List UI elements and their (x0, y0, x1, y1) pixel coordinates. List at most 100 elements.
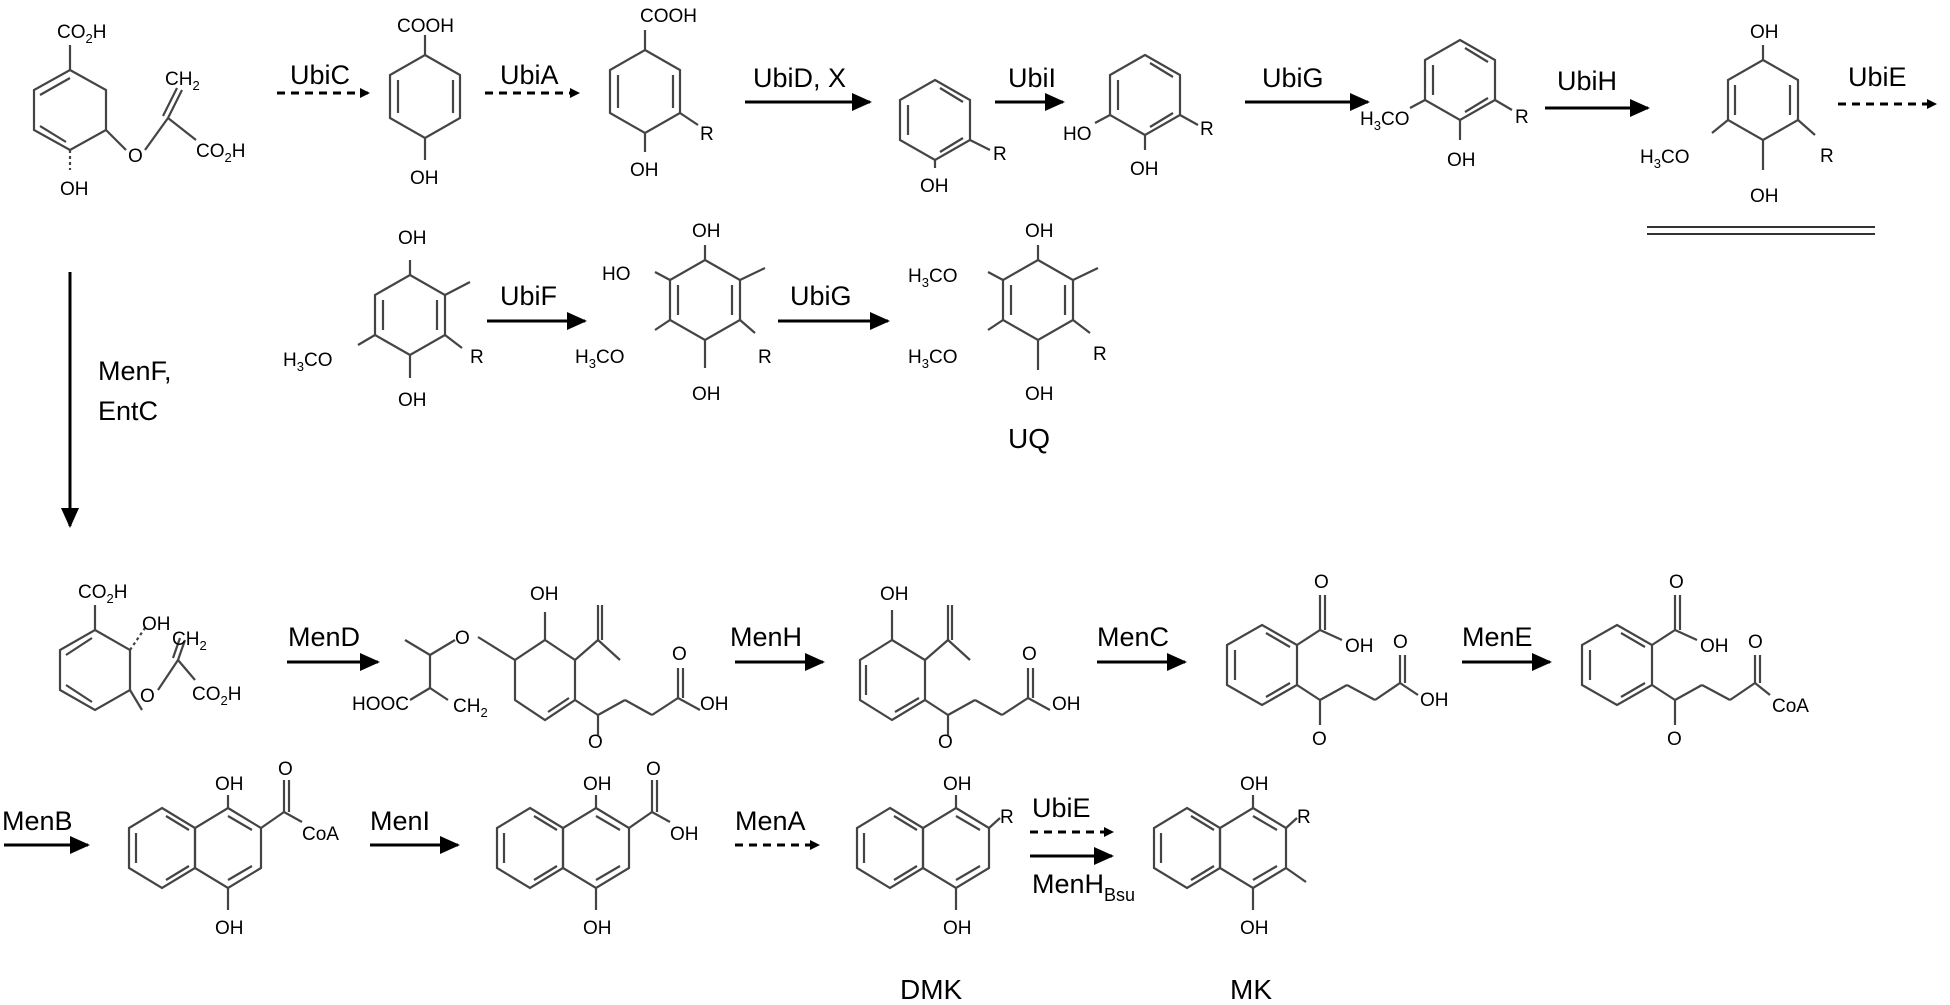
label-menh-bsu: MenHBsu (1032, 869, 1135, 905)
svg-text:OH: OH (60, 179, 89, 200)
compound-label-dmk: DMK (900, 974, 963, 1005)
svg-text:H3CO: H3CO (908, 347, 957, 371)
svg-text:OH: OH (1345, 636, 1374, 657)
svg-text:OH: OH (1420, 690, 1449, 711)
svg-text:H3CO: H3CO (283, 350, 332, 374)
svg-text:OH: OH (1750, 186, 1779, 207)
label-menb: MenB (2, 806, 73, 836)
label-ubie-1: UbiE (1848, 62, 1907, 92)
svg-text:OH: OH (692, 384, 721, 405)
compound-dmk: OH OH R (855, 774, 1014, 939)
svg-text:O: O (1748, 632, 1763, 653)
svg-text:OH: OH (630, 160, 659, 181)
svg-text:O: O (1022, 644, 1037, 665)
label-ubig-1: UbiG (1262, 63, 1324, 93)
svg-text:R: R (1820, 146, 1834, 167)
compound-methoxy-polyprenylphenol: H3CO R OH (1360, 38, 1529, 171)
svg-text:OH: OH (1130, 159, 1159, 180)
svg-text:OH: OH (1025, 221, 1054, 242)
svg-text:OH: OH (398, 228, 427, 249)
label-mend: MenD (288, 622, 360, 652)
svg-text:O: O (1669, 572, 1684, 593)
compound-prenyl-hydroxybenzoate: COOH R OH (608, 6, 714, 181)
svg-text:R: R (470, 347, 484, 368)
svg-text:COOH: COOH (640, 6, 697, 27)
svg-text:O: O (140, 686, 155, 707)
label-ubif: UbiF (500, 281, 557, 311)
compound-polyprenylcatechol: HO R OH (1063, 53, 1214, 180)
label-ubid-x: UbiD, X (753, 63, 846, 93)
svg-text:OH: OH (1240, 918, 1269, 939)
compound-demethylubiquinol: OH HO H3CO R OH (575, 221, 772, 405)
svg-text:CH2: CH2 (172, 629, 207, 653)
svg-text:OH: OH (670, 824, 699, 845)
svg-text:OH: OH (1447, 150, 1476, 171)
label-ubih: UbiH (1557, 66, 1617, 96)
compound-4-hydroxybenzoate: COOH OH (388, 16, 462, 189)
svg-text:O: O (672, 644, 687, 665)
compound-label-uq: UQ (1008, 423, 1050, 454)
svg-text:OH: OH (530, 584, 559, 605)
compound-shchc: OH O O OH (858, 584, 1081, 753)
compound-dhna: OH OH O OH (495, 759, 699, 939)
svg-text:OH: OH (692, 221, 721, 242)
svg-text:H3CO: H3CO (1360, 109, 1409, 133)
svg-text:OH: OH (1052, 694, 1081, 715)
compound-mk: OH OH R (1152, 774, 1311, 939)
compound-methoxy-hydroquinone: OH H3CO R OH (1640, 22, 1834, 207)
label-mene: MenE (1462, 622, 1533, 652)
svg-text:OH: OH (1750, 22, 1779, 43)
svg-text:CH2: CH2 (453, 696, 488, 720)
label-mena: MenA (735, 806, 806, 836)
svg-text:R: R (1200, 119, 1214, 140)
svg-text:R: R (1093, 344, 1107, 365)
svg-text:OH: OH (1700, 636, 1729, 657)
label-ubig-2: UbiG (790, 281, 852, 311)
svg-text:OH: OH (583, 774, 612, 795)
svg-text:O: O (1393, 632, 1408, 653)
compound-isochorismate: CO2H OH O CH2 CO2H (58, 582, 241, 712)
svg-text:HO: HO (602, 264, 631, 285)
svg-text:OH: OH (1025, 384, 1054, 405)
label-ubia: UbiA (500, 60, 559, 90)
svg-text:OH: OH (398, 390, 427, 411)
label-ubic: UbiC (290, 60, 350, 90)
svg-text:HO: HO (1063, 124, 1092, 145)
compound-label-mk: MK (1230, 974, 1272, 1005)
compound-polyprenylphenol: R OH (898, 78, 1007, 197)
label-menc: MenC (1097, 622, 1169, 652)
svg-text:CO2H: CO2H (196, 141, 245, 165)
compound-ubiquinol: OH H3CO H3CO R OH (908, 221, 1107, 405)
svg-text:CO2H: CO2H (78, 582, 127, 606)
svg-text:OH: OH (943, 918, 972, 939)
compound-osb: O OH O O OH (1225, 572, 1449, 750)
svg-text:OH: OH (880, 584, 909, 605)
svg-text:OH: OH (1240, 774, 1269, 795)
label-meni: MenI (370, 806, 430, 836)
svg-text:O: O (1314, 572, 1329, 593)
svg-text:R: R (1515, 107, 1529, 128)
svg-text:R: R (993, 144, 1007, 165)
svg-text:O: O (278, 759, 293, 780)
compound-sephchc: O HOOC CH2 OH O O OH (352, 584, 729, 753)
svg-text:OH: OH (583, 918, 612, 939)
svg-text:OH: OH (215, 918, 244, 939)
label-ubii: UbiI (1008, 63, 1056, 93)
svg-text:CO2H: CO2H (192, 684, 241, 708)
svg-text:R: R (1297, 807, 1311, 828)
svg-text:O: O (588, 732, 603, 753)
svg-text:CO2H: CO2H (57, 22, 106, 46)
svg-text:CH2: CH2 (165, 69, 200, 93)
label-entc: EntC (98, 396, 158, 426)
compound-osb-coa: O OH O O CoA (1580, 572, 1809, 750)
compound-chorismate: CO2H O CH2 CO2H OH (32, 22, 245, 200)
label-ubie-2: UbiE (1032, 793, 1091, 823)
svg-text:R: R (1000, 807, 1014, 828)
label-menh: MenH (730, 622, 802, 652)
svg-text:O: O (128, 146, 143, 167)
svg-text:OH: OH (142, 614, 171, 635)
svg-text:OH: OH (920, 176, 949, 197)
svg-text:OH: OH (215, 774, 244, 795)
svg-text:O: O (646, 759, 661, 780)
